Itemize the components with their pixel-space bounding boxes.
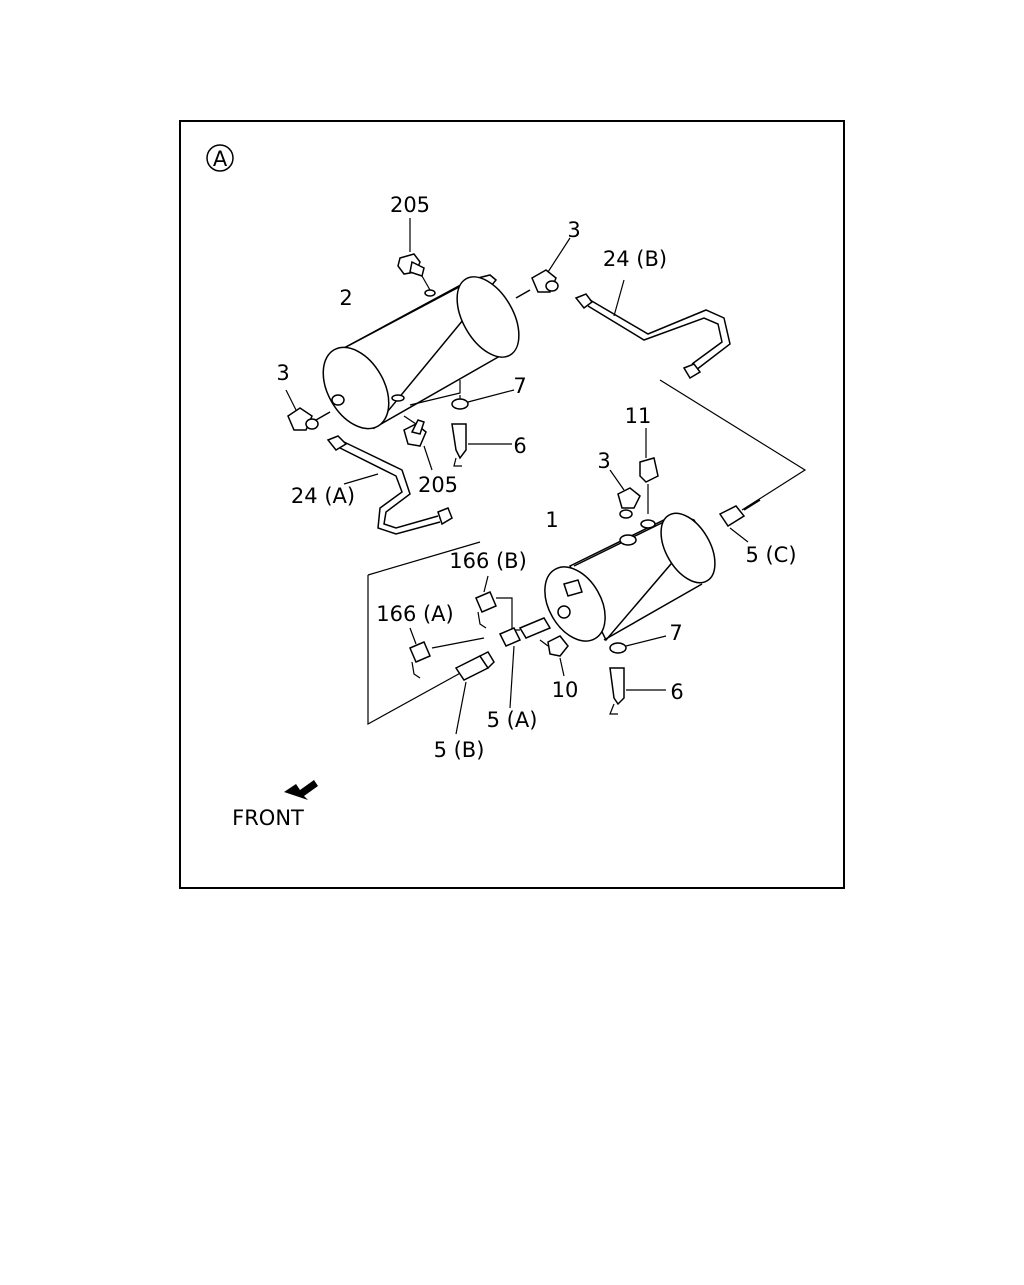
- label-5b: 5 (B): [434, 738, 485, 762]
- fitting-205-top: [397, 218, 431, 291]
- connector-5c: [718, 499, 761, 543]
- diagram-frame: [179, 120, 845, 889]
- drain-valve-6-lower: [609, 667, 666, 715]
- label-1: 1: [545, 508, 558, 532]
- elbow-3-top: [515, 237, 571, 299]
- label-6-top: 6: [513, 434, 526, 458]
- sensor-166a: [409, 627, 485, 679]
- elbow-3-mid: [609, 469, 641, 546]
- tee-5b: [454, 651, 495, 735]
- label-5c: 5 (C): [745, 543, 796, 567]
- label-205-top: 205: [390, 193, 430, 217]
- label-166b: 166 (B): [449, 549, 527, 573]
- label-11: 11: [625, 404, 652, 428]
- view-marker-letter: A: [213, 147, 228, 171]
- label-7-bottom: 7: [669, 621, 682, 645]
- view-marker: A: [206, 144, 234, 172]
- label-7-top: 7: [513, 374, 526, 398]
- label-5a: 5 (A): [487, 708, 538, 732]
- label-3-left: 3: [276, 361, 289, 385]
- sensor-166b: [475, 575, 520, 631]
- lower-air-tank: [544, 512, 716, 642]
- upper-air-tank: [322, 274, 520, 430]
- label-2: 2: [339, 286, 352, 310]
- label-166a: 166 (A): [376, 602, 454, 626]
- elbow-3-left: [285, 389, 331, 431]
- washer-7-upper: [451, 389, 515, 410]
- fitting-10: [539, 635, 569, 677]
- label-10: 10: [552, 678, 579, 702]
- label-3-top: 3: [567, 218, 580, 242]
- washer-7-lower: [609, 635, 667, 654]
- label-6-bottom: 6: [670, 680, 683, 704]
- drain-valve-6-upper: [451, 423, 512, 467]
- pipe-24a: [326, 435, 453, 535]
- front-arrow-icon: [284, 780, 318, 800]
- pipe-24b: [574, 279, 731, 380]
- label-24a: 24 (A): [291, 484, 355, 508]
- label-205-bottom: 205: [418, 473, 458, 497]
- connector-5a: [498, 617, 552, 709]
- label-24b: 24 (B): [603, 247, 667, 271]
- fitting-205-bottom: [403, 415, 433, 471]
- plug-11: [639, 428, 659, 529]
- front-label: FRONT: [232, 806, 304, 830]
- label-3-mid: 3: [597, 449, 610, 473]
